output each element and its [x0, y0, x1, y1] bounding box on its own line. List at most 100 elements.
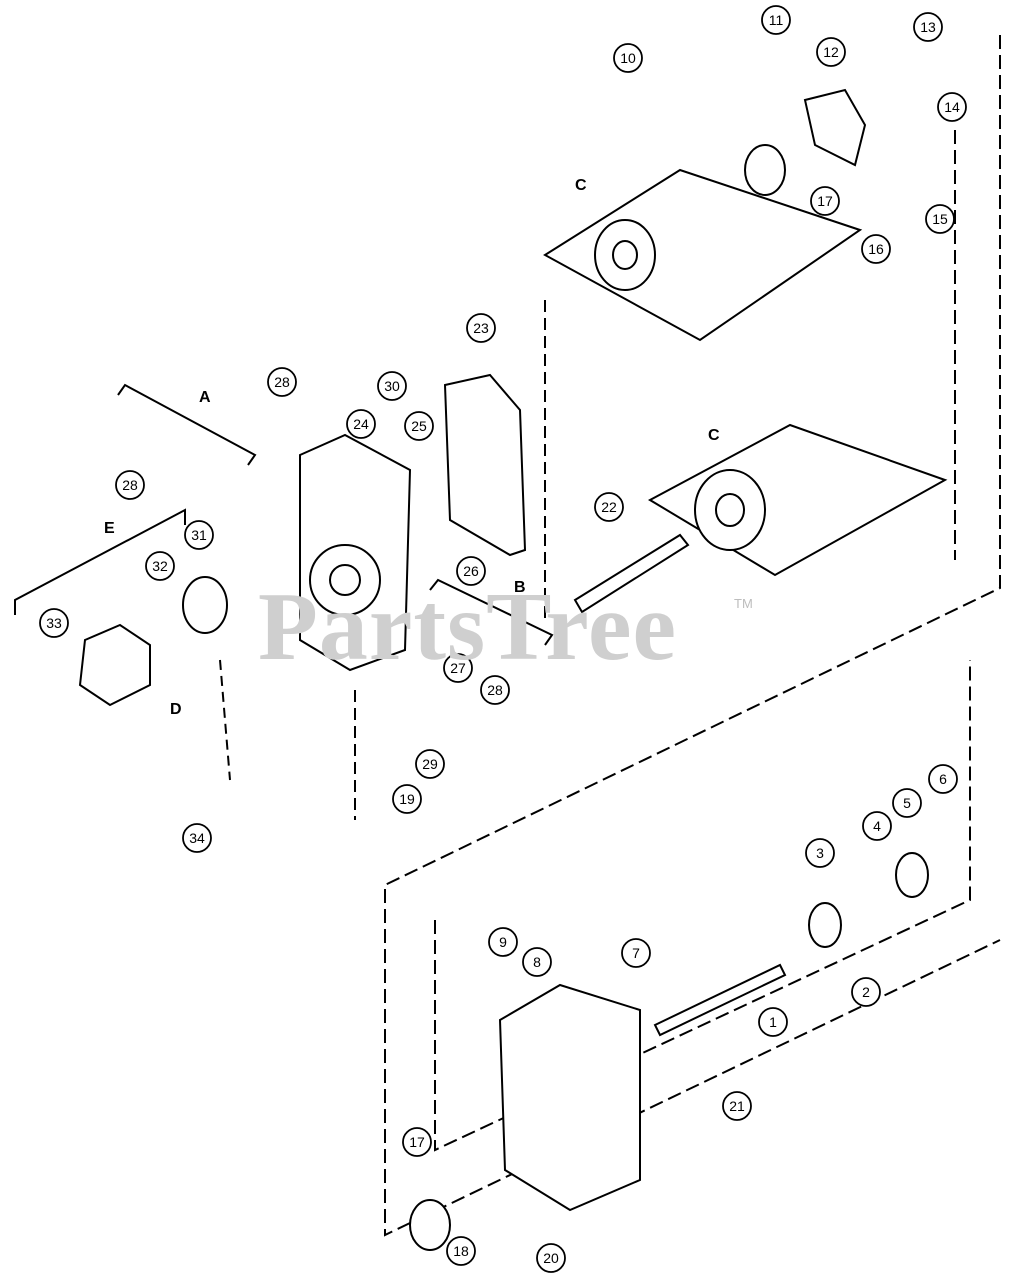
callout-13: 13 [913, 12, 943, 42]
callout-circle [892, 788, 922, 818]
callout-circle [621, 938, 651, 968]
callout-circle [937, 92, 967, 122]
cover-33 [78, 623, 151, 707]
callout-circle [761, 5, 791, 35]
callout-circle [466, 313, 496, 343]
callout-number: 3 [816, 845, 824, 861]
callout-8: 8 [522, 947, 552, 977]
lower-frame [434, 660, 971, 1152]
leader-line-34 [219, 659, 231, 781]
group-label-c: C [575, 177, 587, 194]
callout-7: 7 [621, 938, 651, 968]
callout-circle [925, 204, 955, 234]
callout-17: 17 [402, 1127, 432, 1157]
callout-circle [862, 811, 892, 841]
callout-number: 29 [422, 756, 438, 772]
callout-number: 20 [543, 1250, 559, 1266]
callout-10: 10 [613, 43, 643, 73]
callout-number: 1 [769, 1014, 777, 1030]
callout-number: 12 [823, 44, 839, 60]
callout-number: 33 [46, 615, 62, 631]
gasket-23 [443, 373, 527, 557]
callout-number: 28 [122, 477, 138, 493]
callout-number: 26 [463, 563, 479, 579]
callout-19: 19 [392, 784, 422, 814]
callout-number: 34 [189, 830, 205, 846]
callout-31: 31 [184, 520, 214, 550]
callout-number: 22 [601, 499, 617, 515]
callout-21: 21 [722, 1091, 752, 1121]
callout-circle [402, 1127, 432, 1157]
callout-34: 34 [182, 823, 212, 853]
callout-number: 24 [353, 416, 369, 432]
callout-circle [536, 1243, 566, 1273]
callout-24: 24 [346, 409, 376, 439]
callout-20: 20 [536, 1243, 566, 1273]
callout-circle [758, 1007, 788, 1037]
group-label-b: B [514, 579, 526, 596]
callout-number: 27 [450, 660, 466, 676]
bearing-5 [895, 852, 929, 898]
callout-circle [39, 608, 69, 638]
group-label-a: A [199, 389, 211, 406]
callout-12: 12 [816, 37, 846, 67]
callout-22: 22 [594, 492, 624, 522]
callout-circle [488, 927, 518, 957]
bearing-17-lower [409, 1199, 451, 1251]
callout-number: 8 [533, 954, 541, 970]
bearing-17-upper [744, 144, 786, 196]
callout-circle [182, 823, 212, 853]
callout-18: 18 [446, 1236, 476, 1266]
callout-16: 16 [861, 234, 891, 264]
group-label-d: D [170, 701, 182, 718]
callout-circle [816, 37, 846, 67]
watermark-text: PartsTree [258, 573, 677, 681]
callout-3: 3 [805, 838, 835, 868]
callout-circle [805, 838, 835, 868]
callout-2: 2 [851, 977, 881, 1007]
callout-32: 32 [145, 551, 175, 581]
shaft-22 [573, 533, 690, 614]
callout-number: 2 [862, 984, 870, 1000]
callout-circle [446, 1236, 476, 1266]
callout-circle [184, 520, 214, 550]
callout-number: 4 [873, 818, 881, 834]
callout-circle [145, 551, 175, 581]
housing-7 [498, 983, 641, 1212]
callout-30: 30 [377, 371, 407, 401]
callout-28: 28 [115, 470, 145, 500]
callout-number: 13 [920, 19, 936, 35]
cylinder-block-lower-hub [715, 493, 745, 527]
shaft-1 [653, 963, 787, 1037]
callout-14: 14 [937, 92, 967, 122]
callout-number: 7 [632, 945, 640, 961]
callout-circle [928, 764, 958, 794]
callout-number: 16 [868, 241, 884, 257]
callout-28: 28 [480, 675, 510, 705]
callout-28: 28 [267, 367, 297, 397]
callout-circle [613, 43, 643, 73]
callout-number: 10 [620, 50, 636, 66]
callout-circle [415, 749, 445, 779]
callout-1: 1 [758, 1007, 788, 1037]
callout-number: 32 [152, 558, 168, 574]
callout-33: 33 [39, 608, 69, 638]
group-label-c: C [708, 427, 720, 444]
callout-circle [115, 470, 145, 500]
callout-number: 5 [903, 795, 911, 811]
callout-15: 15 [925, 204, 955, 234]
callout-29: 29 [415, 749, 445, 779]
group-a-bracket [117, 383, 257, 466]
o-ring-31 [182, 576, 228, 634]
bearing-3 [808, 902, 842, 948]
callout-circle [810, 186, 840, 216]
callout-17: 17 [810, 186, 840, 216]
callout-circle [377, 371, 407, 401]
parts-drawing [78, 88, 929, 1251]
callout-number: 21 [729, 1098, 745, 1114]
plate-bore-inner [329, 564, 361, 596]
callout-circle [522, 947, 552, 977]
callout-26: 26 [456, 556, 486, 586]
